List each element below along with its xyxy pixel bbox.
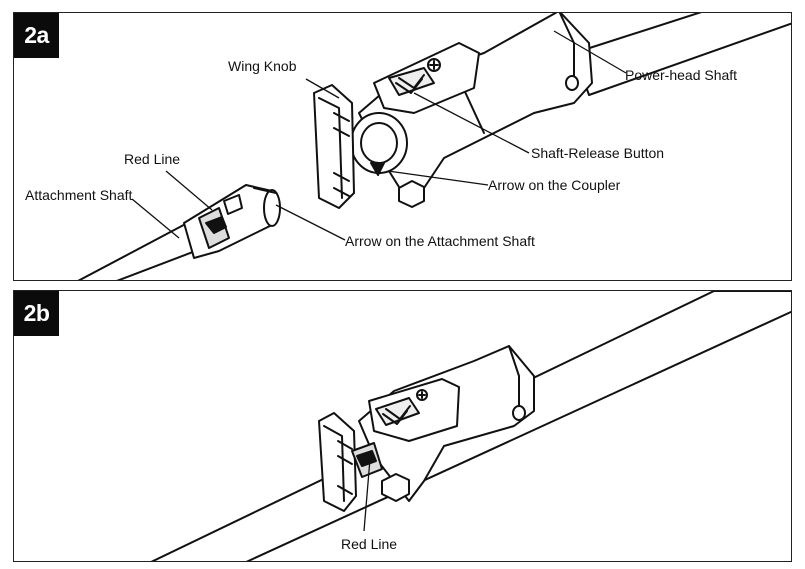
shaft-release-button-assembled bbox=[375, 397, 420, 426]
label-shaft-release-button: Shaft-Release Button bbox=[531, 145, 665, 161]
label-arrow-on-attachment-shaft: Arrow on the Attachment Shaft bbox=[345, 233, 535, 249]
panel-tag-2b: 2b bbox=[14, 291, 59, 336]
panel-tag-2a: 2a bbox=[14, 13, 59, 58]
shaft-release-button bbox=[388, 67, 435, 96]
wing-knob-assembled bbox=[318, 412, 357, 512]
assembly-illustration-2b bbox=[150, 291, 791, 561]
wing-knob bbox=[313, 84, 355, 209]
figure-panel-2b: 2b Red Line bbox=[13, 290, 792, 562]
label-red-line-2a: Red Line bbox=[124, 151, 181, 167]
label-red-line-2b: Red Line bbox=[341, 536, 398, 552]
attachment-shaft-end bbox=[183, 184, 277, 259]
label-power-head-shaft: Power-head Shaft bbox=[625, 67, 738, 83]
label-wing-knob: Wing Knob bbox=[228, 58, 297, 74]
label-attachment-shaft: Attachment Shaft bbox=[25, 187, 133, 203]
label-arrow-on-coupler: Arrow on the Coupler bbox=[488, 177, 621, 193]
figure-panel-2a: 2a Wing Knob Power-head Shaft Red Line A… bbox=[13, 12, 792, 281]
assembly-illustration-2a bbox=[77, 13, 791, 280]
